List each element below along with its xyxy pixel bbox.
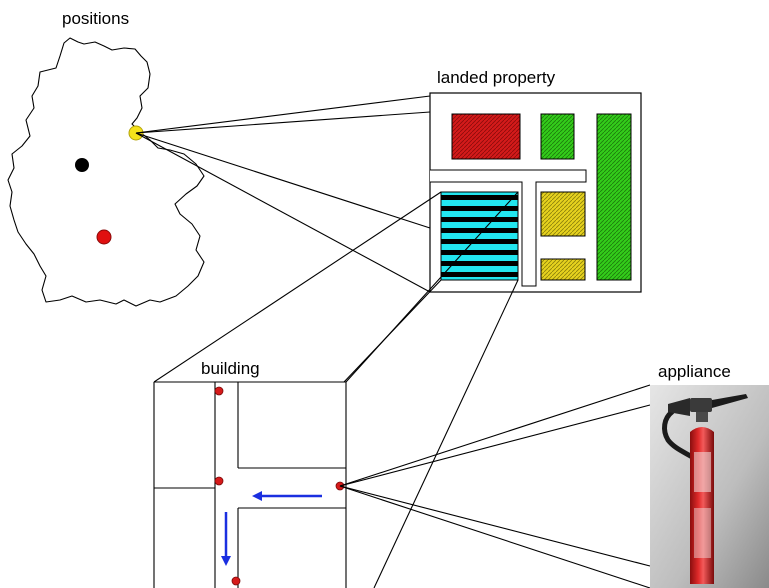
site-marker-black xyxy=(75,158,89,172)
zoom-lines-building-to-appliance xyxy=(339,384,651,588)
label-building: building xyxy=(201,359,260,378)
property-plan xyxy=(429,92,642,293)
device-markers xyxy=(214,386,345,586)
country-map xyxy=(7,37,205,307)
plot-red xyxy=(451,113,521,160)
device-marker-middle xyxy=(214,476,224,486)
label-landed-property: landed property xyxy=(437,68,556,87)
site-marker-red xyxy=(96,229,112,245)
device-marker-top xyxy=(214,386,224,396)
germany-outline xyxy=(7,37,205,307)
label-positions: positions xyxy=(62,9,129,28)
building-block xyxy=(440,191,519,281)
zoom-lines-property-to-building xyxy=(153,191,519,588)
plot-green-small xyxy=(540,113,575,160)
property-road xyxy=(430,169,587,287)
building-floor-plan xyxy=(153,381,347,588)
plot-green-tall xyxy=(596,113,632,281)
evacuation-arrows xyxy=(221,491,322,566)
label-appliance: appliance xyxy=(658,362,731,381)
plot-yellow-large xyxy=(540,191,586,237)
zoom-lines-map-to-property xyxy=(135,95,431,293)
fire-extinguisher-icon xyxy=(650,385,769,588)
plot-yellow-small xyxy=(540,258,586,281)
device-marker-bottom xyxy=(231,576,241,586)
